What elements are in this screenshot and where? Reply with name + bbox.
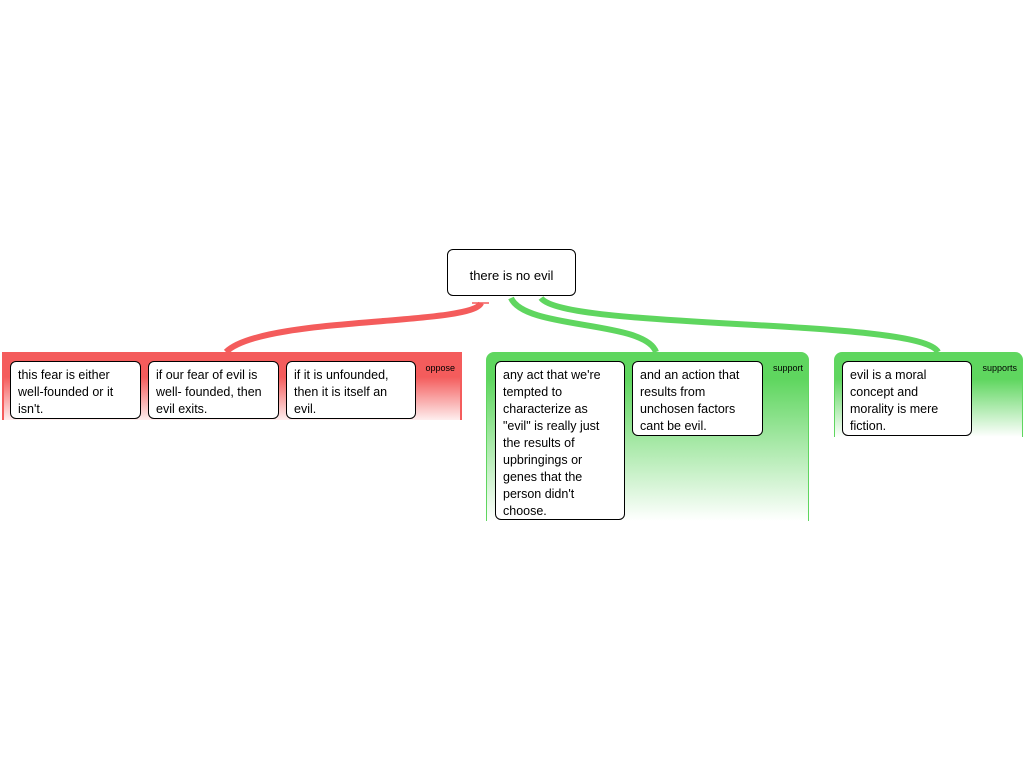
support-premise-1[interactable]: any act that we're tempted to characteri…: [495, 361, 625, 520]
premise-text: this fear is either well-founded or it i…: [18, 368, 114, 416]
premise-text: if our fear of evil is well- founded, th…: [156, 368, 262, 416]
main-claim-box[interactable]: there is no evil: [447, 249, 576, 296]
oppose-premise-3[interactable]: if it is unfounded, then it is itself an…: [286, 361, 416, 419]
oppose-group-label: oppose: [425, 363, 455, 373]
premise-text: and an action that results from unchosen…: [640, 368, 740, 433]
main-claim-text: there is no evil: [469, 268, 554, 283]
supports-premise-1[interactable]: evil is a moral concept and morality is …: [842, 361, 972, 436]
premise-text: evil is a moral concept and morality is …: [850, 368, 939, 433]
oppose-premise-1[interactable]: this fear is either well-founded or it i…: [10, 361, 141, 419]
supports-connector: [538, 295, 941, 355]
oppose-connector: [223, 300, 484, 355]
premise-text: any act that we're tempted to characteri…: [503, 368, 601, 518]
support-premise-2[interactable]: and an action that results from unchosen…: [632, 361, 763, 436]
oppose-premise-2[interactable]: if our fear of evil is well- founded, th…: [148, 361, 279, 419]
support-group-label: support: [772, 363, 803, 373]
premise-text: if it is unfounded, then it is itself an…: [294, 368, 389, 416]
support-connector: [508, 296, 659, 354]
supports-group-label: supports: [982, 363, 1017, 373]
